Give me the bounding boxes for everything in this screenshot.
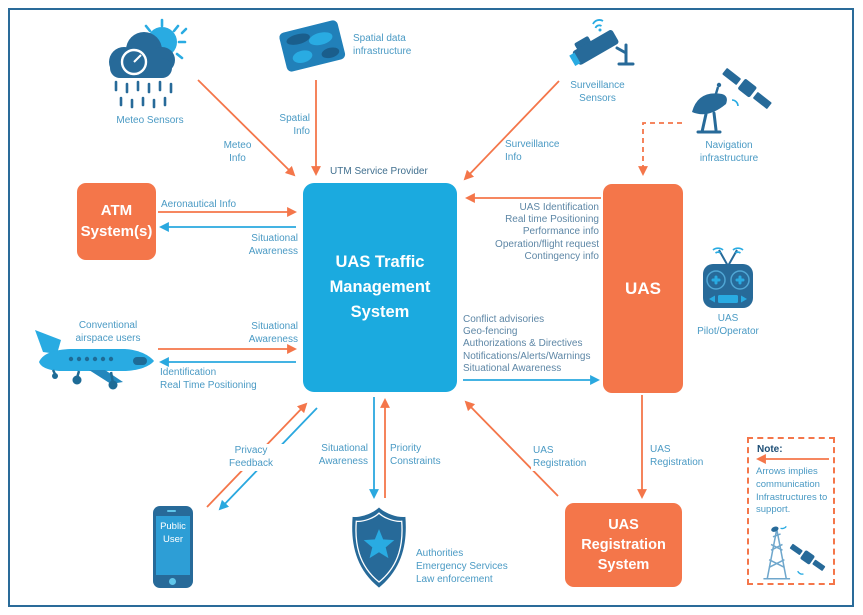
conventional-users-label: Conventional airspace users xyxy=(75,320,141,344)
note-title: Note: xyxy=(757,444,783,455)
diagram-border xyxy=(8,8,854,607)
spatial-data-map-icon xyxy=(279,20,346,72)
uas-registration-label: UAS Registration System xyxy=(581,516,666,574)
uas-registration-diag-label: UAS Registration xyxy=(531,444,597,471)
phone-screen: Public User xyxy=(156,516,190,575)
utm-to-uas-list: Conflict advisories Geo-fencing Authoriz… xyxy=(463,314,591,374)
note-body: Arrows implies communication Infrastruct… xyxy=(756,466,828,516)
public-user-label: Public User xyxy=(160,521,186,545)
surveillance-camera-icon xyxy=(569,19,635,67)
uas-to-utm-list: UAS Identification Real time Positioning… xyxy=(495,202,599,262)
uas-registration-box: UAS Registration System xyxy=(565,503,682,587)
priority-constraints-label: Priority Constraints xyxy=(390,443,441,467)
utm-system-box: UAS Traffic Management System xyxy=(303,183,457,392)
spatial-data-label: Spatial data infrastructure xyxy=(353,33,412,57)
phone-speaker xyxy=(167,510,176,512)
sa-conv-label: Situational Awareness xyxy=(248,321,298,345)
identification-label: Identification Real Time Positioning xyxy=(160,367,257,391)
meteo-sensors-label: Meteo Sensors xyxy=(116,115,184,126)
navigation-infrastructure-label: Navigation infrastructure xyxy=(699,140,759,164)
navigation-satellite-icon xyxy=(692,68,772,134)
airplane-icon xyxy=(35,330,154,390)
smartphone-icon: Public User xyxy=(153,506,193,588)
uas-registration-vert-label: UAS Registration xyxy=(650,444,704,468)
police-badge-icon xyxy=(352,507,406,588)
tower-satellite-icon xyxy=(763,525,826,580)
aeronautical-info-label: Aeronautical Info xyxy=(161,199,237,210)
rc-controller-icon xyxy=(703,247,753,308)
privacy-feedback-label: Privacy Feedback xyxy=(218,444,284,471)
sa-atm-label: Situational Awareness xyxy=(248,233,298,257)
uas-pilot-label: UAS Pilot/Operator xyxy=(697,313,759,337)
surveillance-info-label: Surveillance Info xyxy=(505,139,560,163)
authorities-label: Authorities Emergency Services Law enfor… xyxy=(416,548,508,585)
utm-caption: UTM Service Provider xyxy=(330,166,428,177)
meteo-sensors-icon xyxy=(109,18,188,109)
meteo-info-label: Meteo Info xyxy=(223,140,252,164)
utm-system-label: UAS Traffic Management System xyxy=(329,253,431,321)
phone-home-button xyxy=(169,578,176,585)
atm-system-label: ATM System(s) xyxy=(80,202,153,240)
sa-authorities-label: Situational Awareness xyxy=(318,443,368,467)
spatial-info-label: Spatial Info xyxy=(279,113,310,137)
surveillance-sensors-label: Surveillance Sensors xyxy=(570,80,625,104)
note-box: Note: Arrows implies communication Infra… xyxy=(747,437,835,585)
uas-box: UAS xyxy=(603,184,683,393)
atm-system-box: ATM System(s) xyxy=(77,183,156,260)
uas-label: UAS xyxy=(625,278,661,298)
